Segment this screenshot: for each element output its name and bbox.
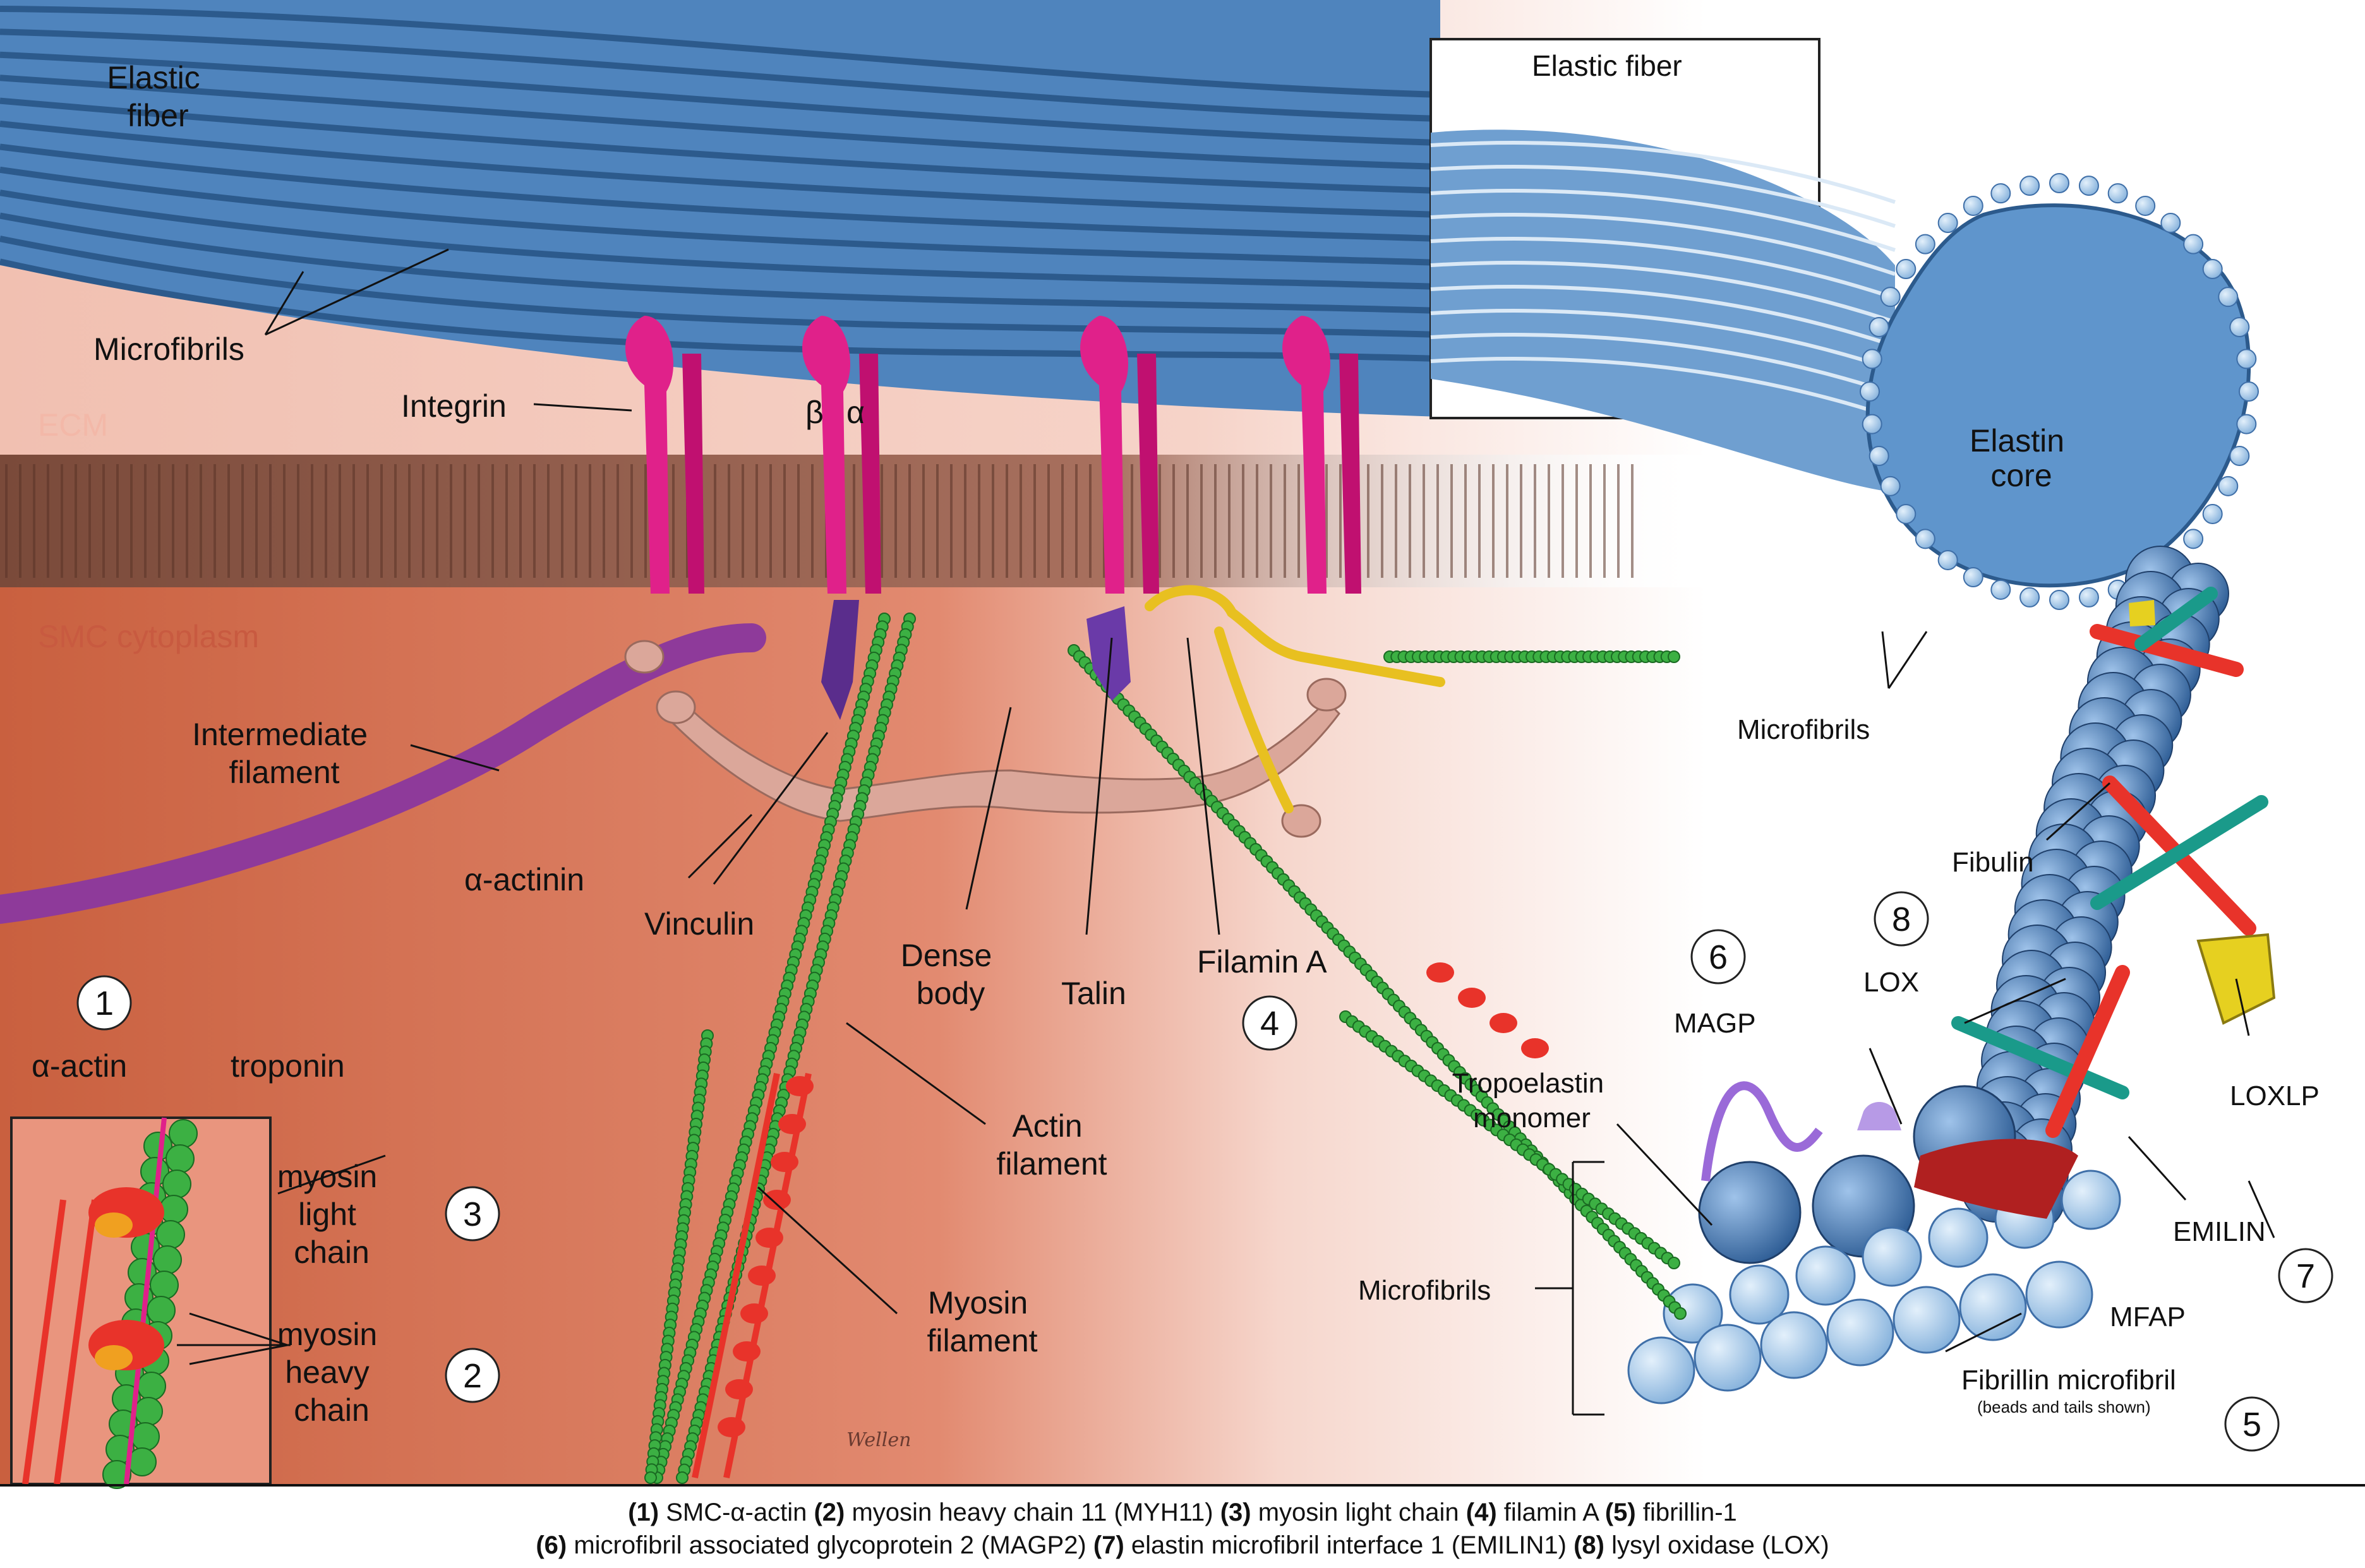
marker-1-text: 1	[95, 984, 114, 1022]
caption-1-num-3: (4)	[1466, 1499, 1497, 1526]
label-troponin: troponin	[231, 1048, 345, 1084]
label-elastic-fiber-top: Elastic fiber	[107, 60, 208, 133]
label-filamin-a: Filamin A	[1197, 944, 1327, 979]
label-tropoelastin-monomer: Tropoelastin monomer	[1452, 1068, 1612, 1134]
label-smc-cytoplasm: SMC cytoplasm	[38, 619, 259, 654]
marker-8: 8	[1874, 891, 1929, 947]
artist-signature: Wellen	[846, 1429, 911, 1451]
label-beta: β	[805, 395, 824, 430]
loxlp-top-block	[2129, 600, 2155, 626]
caption-1-text-0: SMC-α-actin	[659, 1499, 814, 1526]
label-microfibrils-bottom: Microfibrils	[1358, 1275, 1491, 1306]
marker-3: 3	[445, 1186, 500, 1242]
caption-2-text-1: elastin microfibril interface 1 (EMILIN1…	[1124, 1531, 1574, 1559]
elastin-core-shape	[1865, 203, 2251, 588]
label-alpha-actin: α-actin	[32, 1048, 127, 1084]
caption-line-1: (1) SMC-α-actin (2) myosin heavy chain 1…	[628, 1499, 1737, 1526]
elastic-fiber-band	[0, 0, 1441, 417]
label-magp: MAGP	[1674, 1008, 1756, 1039]
label-talin: Talin	[1061, 976, 1126, 1011]
label-elastic-fiber-inset: Elastic fiber	[1532, 49, 1682, 82]
inset-fiber-bundle	[1431, 129, 1895, 493]
label-microfibrils-top: Microfibrils	[93, 332, 244, 367]
label-fibrillin-microfibril: Fibrillin microfibril	[1961, 1365, 2176, 1396]
marker-6: 6	[1690, 929, 1746, 984]
label-lox: LOX	[1863, 967, 1919, 998]
lox-bars	[1951, 587, 2268, 1138]
magp-shape	[1701, 1081, 1823, 1182]
labels: Elastic fiber Microfibrils ECM Integrin …	[32, 49, 2320, 1451]
caption-2-text-0: microfibril associated glycoprotein 2 (M…	[567, 1531, 1093, 1559]
marker-2-text: 2	[463, 1357, 482, 1395]
label-beads-tails: (beads and tails shown)	[1977, 1397, 2151, 1416]
integrin-2	[802, 316, 881, 594]
marker-5-text: 5	[2242, 1406, 2261, 1444]
marker-7-text: 7	[2296, 1257, 2315, 1295]
label-myosin-heavy-chain: myosin heavy chain	[277, 1317, 386, 1428]
label-myosin-light-chain: myosin light chain	[277, 1159, 386, 1270]
caption-2-num-2: (8)	[1574, 1531, 1604, 1559]
label-elastin-core: Elastin core	[1970, 423, 2073, 493]
label-intermediate-filament: Intermediate filament	[192, 717, 376, 790]
marker-4: 4	[1242, 995, 1297, 1051]
marker-5: 5	[2224, 1396, 2280, 1452]
leader-lines	[177, 248, 2275, 1416]
label-fibulin: Fibulin	[1952, 847, 2034, 878]
vinculin	[821, 600, 859, 720]
label-loxlp: LOXLP	[2230, 1080, 2320, 1111]
label-ecm: ECM	[38, 407, 108, 443]
caption-1-num-1: (2)	[814, 1499, 845, 1526]
marker-8-text: 8	[1892, 901, 1911, 938]
caption-2-num-1: (7)	[1093, 1531, 1124, 1559]
talin	[1086, 606, 1131, 701]
label-alpha-actinin: α-actinin	[464, 862, 584, 897]
filamin-a	[1145, 585, 1445, 813]
caption-1-num-2: (3)	[1220, 1499, 1251, 1526]
marker-3-text: 3	[463, 1195, 482, 1233]
marker-7: 7	[2278, 1248, 2333, 1303]
label-myosin-filament: Myosin filament	[927, 1285, 1037, 1358]
label-mfap: MFAP	[2110, 1302, 2186, 1332]
label-emilin: EMILIN	[2173, 1216, 2266, 1247]
label-alpha: α	[846, 395, 865, 430]
myosin-filaments	[692, 962, 1549, 1478]
intermediate-filament	[0, 623, 766, 924]
marker-6-text: 6	[1709, 938, 1728, 976]
caption-1-text-2: myosin light chain	[1251, 1499, 1466, 1526]
integrin-1	[625, 316, 704, 594]
integrins	[625, 316, 1361, 594]
caption-2-text-2: lysyl oxidase (LOX)	[1604, 1531, 1829, 1559]
cell-membrane	[0, 455, 1706, 587]
caption-1-num-4: (5)	[1605, 1499, 1636, 1526]
caption-line-2: (6) microfibril associated glycoprotein …	[536, 1531, 1829, 1559]
label-vinculin: Vinculin	[644, 906, 754, 942]
number-markers: 1 2 3 4 5 6 7 8	[76, 891, 2333, 1452]
magp-cap	[1857, 1102, 1901, 1130]
caption-1-text-4: fibrillin-1	[1636, 1499, 1737, 1526]
caption-1-text-3: filamin A	[1497, 1499, 1605, 1526]
marker-4-text: 4	[1260, 1005, 1279, 1043]
label-integrin: Integrin	[401, 388, 507, 424]
sarcomere-inset	[10, 1116, 272, 1489]
caption-2-num-0: (6)	[536, 1531, 567, 1559]
fibrillin-microfibril-assembly	[1627, 546, 2229, 1404]
label-actin-filament: Actin filament	[996, 1108, 1107, 1182]
caption-1-num-0: (1)	[628, 1499, 659, 1526]
marker-2: 2	[445, 1348, 500, 1403]
integrin-3	[1080, 316, 1159, 594]
mfap-block	[1914, 1139, 2078, 1219]
label-dense-body: Dense body	[901, 938, 1001, 1011]
marker-1: 1	[76, 975, 132, 1031]
integrin-4	[1282, 316, 1361, 594]
label-microfibrils-inset: Microfibrils	[1737, 714, 1870, 745]
caption-1-text-1: myosin heavy chain 11 (MYH11)	[845, 1499, 1220, 1526]
